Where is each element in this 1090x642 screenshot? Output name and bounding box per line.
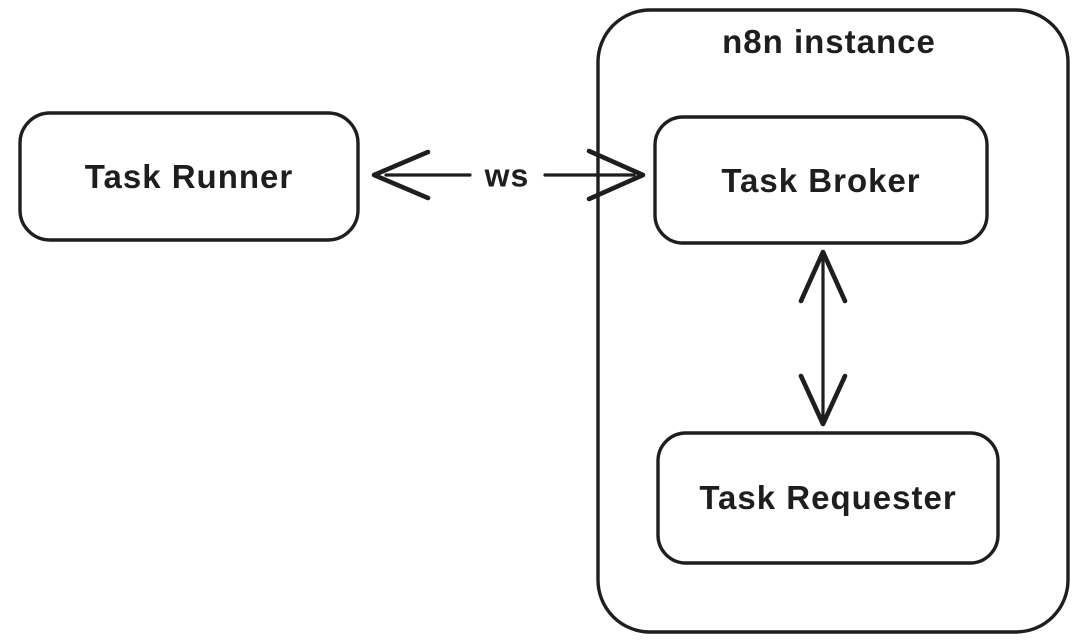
task-broker-box (653, 115, 989, 245)
ws-arrow (371, 148, 646, 202)
ws-arrow-head-right (586, 148, 646, 202)
n8n-instance-container-box (596, 8, 1070, 634)
task-requester-box (656, 431, 1000, 565)
n8n-instance-label: n8n instance (722, 23, 936, 60)
task-runner-label: Task Runner (84, 158, 294, 195)
broker-requester-arrow-head-bottom (798, 373, 848, 427)
ws-arrow-head-left (371, 149, 431, 201)
task-runner-box (18, 111, 360, 242)
ws-edge-label: ws (484, 157, 530, 194)
broker-requester-arrow-head-top (798, 249, 848, 304)
task-requester-label: Task Requester (699, 479, 957, 516)
task-broker-label: Task Broker (721, 162, 921, 199)
broker-requester-arrow (798, 249, 848, 427)
